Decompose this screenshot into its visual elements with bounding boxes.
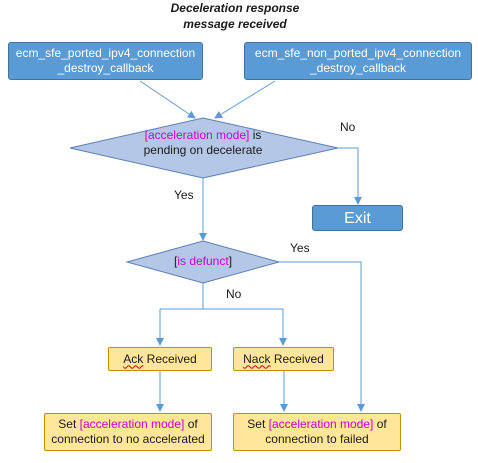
connector-ported-to-pending [139,80,196,119]
connector-nonported-to-pending [214,80,276,119]
set-failed-node: Set [acceleration mode] of connection to… [233,413,401,451]
exit-node: Exit [312,205,403,231]
ported-callback-node: ecm_sfe_ported_ipv4_connection _destroy_… [8,42,203,80]
ported-callback-line2: _destroy_callback [57,61,154,75]
ported-callback-line1: ecm_sfe_ported_ipv4_connection [15,46,196,60]
decision-pending-line2: pending on decelerate [143,143,263,157]
decision-pending-label: [acceleration mode] is pending on decele… [108,128,298,158]
decision-defunct-label: [is defunct] [143,254,263,269]
edge-label-defunct-no: No [226,287,242,301]
set-failed-highlight: [acceleration mode] [268,417,374,431]
connector-defunct-to-set-failed [279,261,365,412]
edge-label-defunct-yes: Yes [290,241,310,255]
connector-pending-to-exit [338,147,362,205]
edge-label-pending-yes: Yes [174,188,194,202]
decision-pending-highlight: [acceleration mode] [144,128,250,142]
ack-received-node: Ack Received [108,347,212,371]
nack-received-rest: Received [270,351,324,366]
ack-received-word: Ack [123,351,144,366]
non-ported-callback-line2: _destroy_callback [309,61,407,75]
set-no-accelerated-before: Set [58,417,80,431]
diagram-title-line2: message received [183,17,287,31]
exit-label: Exit [344,209,371,227]
non-ported-callback-line1: ecm_sfe_non_ported_ipv4_connection [254,46,462,60]
decision-defunct-open: [ [173,254,178,268]
set-no-accelerated-node: Set [acceleration mode] of connection to… [44,413,212,451]
edge-label-pending-no: No [340,120,356,134]
set-no-accelerated-highlight: [acceleration mode] [79,417,185,431]
set-failed-line2: connection to failed [265,432,369,446]
decision-defunct-highlight: is defunct [177,254,229,268]
nack-received-node: Nack Received [233,347,334,371]
diagram-title: Deceleration response message received [120,0,350,32]
decision-defunct-close: ] [228,254,233,268]
set-no-accelerated-after: of [184,417,198,431]
set-failed-before: Set [247,417,269,431]
ack-received-rest: Received [143,351,197,366]
set-no-accelerated-line2: connection to no accelerated [51,432,205,446]
non-ported-callback-node: ecm_sfe_non_ported_ipv4_connection _dest… [244,42,472,80]
set-failed-after: of [373,417,387,431]
nack-received-word: Nack [243,351,271,366]
diagram-title-line1: Deceleration response [170,1,300,15]
decision-pending-after: is [249,128,262,142]
